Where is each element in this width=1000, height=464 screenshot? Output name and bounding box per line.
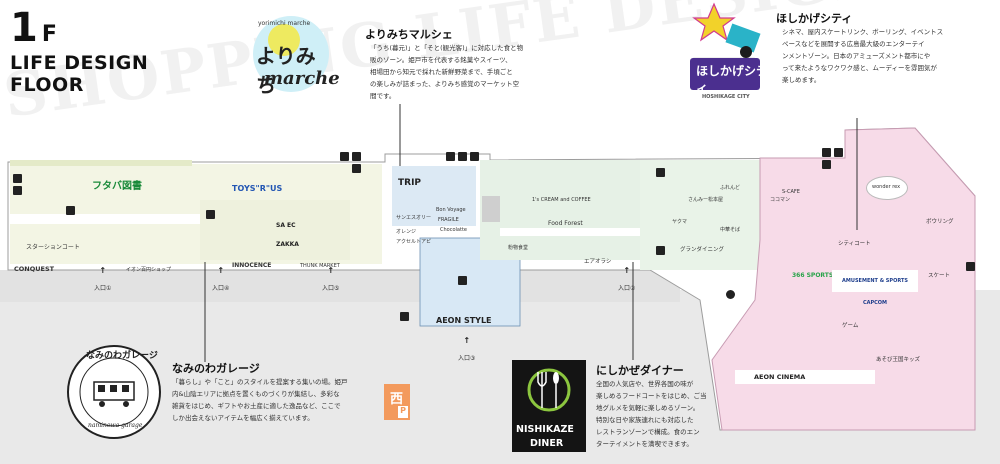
restroom-icon bbox=[66, 206, 75, 215]
store-s-cafe[interactable]: S-CAFE bbox=[782, 189, 800, 195]
escalator-icon bbox=[656, 246, 665, 255]
escalator-icon bbox=[726, 290, 735, 299]
nursing-room-icon bbox=[822, 160, 831, 169]
restroom-icon bbox=[656, 168, 665, 177]
west-parking-sign: 西 P bbox=[384, 384, 410, 420]
store-eaorashi[interactable]: エアオラシ bbox=[584, 259, 612, 265]
area-grand-dining: グランダイニング bbox=[680, 247, 725, 253]
hoshikage-logo: ほしかげシティ HOSHIKAGE CITY bbox=[676, 0, 772, 116]
store-orange[interactable]: オレンジ bbox=[396, 229, 417, 235]
entrance-4[interactable]: ↑ 入口④ bbox=[212, 266, 230, 292]
store-trip[interactable]: TRIP bbox=[398, 178, 422, 188]
entrance-2[interactable]: ↑ 入口② bbox=[618, 266, 636, 292]
store-capcom[interactable]: AMUSEMENT & SPORTS CAPCOM bbox=[832, 270, 918, 306]
store-chuka-soba[interactable]: 中華そば bbox=[720, 227, 741, 233]
restroom-icon bbox=[458, 152, 467, 161]
store-bon-voyage[interactable]: Bon Voyage bbox=[436, 207, 466, 213]
atm-icon bbox=[446, 152, 455, 161]
yorimichi-title: よりみちマルシェ bbox=[365, 28, 453, 41]
store-accel-topi[interactable]: アクセルトアピ bbox=[396, 239, 432, 245]
store-wonder-rex[interactable]: wonder rex bbox=[866, 176, 908, 200]
store-innocence[interactable]: INNOCENCE bbox=[232, 262, 272, 269]
nishikaze-logo: NISHIKAZE DINER bbox=[512, 360, 586, 452]
entrance-5[interactable]: ↑ 入口⑤ bbox=[322, 266, 340, 292]
nishikaze-title: にしかぜダイナー bbox=[596, 364, 684, 377]
area-city-court: シティコート bbox=[838, 241, 871, 247]
escalator-icon bbox=[458, 276, 467, 285]
store-toysrus[interactable]: TOYS"R"US bbox=[232, 184, 283, 193]
store-friend[interactable]: ふれんど bbox=[720, 185, 740, 191]
restroom-icon bbox=[340, 152, 349, 161]
nursing-room-icon bbox=[352, 152, 361, 161]
elevator-icon bbox=[13, 186, 22, 195]
elevator-icon bbox=[400, 312, 409, 321]
area-bowling: ボウリング bbox=[926, 219, 954, 225]
store-fragile[interactable]: FRAGILE bbox=[438, 217, 459, 223]
store-yakuma[interactable]: ヤクマ bbox=[672, 219, 688, 225]
naminowa-desc: 「暮らし」や「こと」のスタイルを提案する集いの場。姫戸 内&山陰エリアに拠点を置… bbox=[172, 378, 348, 422]
store-sanesu-olly[interactable]: サンエスオリー bbox=[396, 215, 432, 221]
store-aeon-style[interactable]: AEON STYLE bbox=[436, 316, 492, 325]
store-chocolatte[interactable]: Chocolatte bbox=[440, 227, 467, 233]
nishikaze-desc: 全国の人気店や、世界各国の味が 楽しめるフードコートをはじめ、ご当 地グルメを気… bbox=[596, 380, 707, 448]
yorimichi-logo: yorimichi marche よりみち marche bbox=[248, 10, 340, 98]
elevator-icon bbox=[834, 148, 843, 157]
info-icon bbox=[470, 152, 479, 161]
store-cocoman[interactable]: ココマン bbox=[770, 197, 791, 203]
area-asobi-kingdom: あそび王国キッズ bbox=[876, 357, 921, 363]
area-game: ゲーム bbox=[842, 323, 859, 329]
store-aeon-cinema[interactable]: AEON CINEMA bbox=[738, 370, 834, 384]
store-konamono[interactable]: 粉物食堂 bbox=[508, 245, 529, 251]
floor-name: LIFE DESIGN FLOOR bbox=[10, 52, 149, 96]
area-skate: スケート bbox=[928, 273, 951, 279]
restroom-icon bbox=[13, 174, 22, 183]
entrance-1[interactable]: ↑ 入口① bbox=[94, 266, 112, 292]
store-1s-cream[interactable]: 1's CREAM and COFFEE bbox=[532, 197, 591, 203]
baby-icon bbox=[352, 164, 361, 173]
yorimichi-desc: 「うち(暮元)」と「そと(観光客)」に対応した食と物 販のゾーン。姫戸市を代表す… bbox=[370, 44, 524, 100]
store-366-sports[interactable]: 366 SPORTS bbox=[792, 272, 834, 279]
naminowa-logo: なみのわガレージ naminowa garage bbox=[66, 344, 162, 440]
entrance-3[interactable]: ↑ 入口③ bbox=[458, 336, 476, 362]
naminowa-title: なみのわガレージ bbox=[172, 362, 260, 375]
restroom-icon bbox=[822, 148, 831, 157]
store-sanmi-matsumotoya[interactable]: さんみー松本屋 bbox=[688, 197, 724, 203]
store-futaba[interactable]: フタバ図書 bbox=[92, 181, 142, 192]
store-food-forest: Food Forest bbox=[548, 220, 583, 227]
area-station-court: スターションコート bbox=[26, 244, 80, 251]
store-thunk-market[interactable]: THUNK MARKET bbox=[300, 263, 340, 269]
escalator-icon bbox=[206, 210, 215, 219]
hoshikage-title: ほしかげシティ bbox=[776, 12, 853, 25]
store-saeczakka[interactable]: SA EC ZAKKA bbox=[276, 222, 299, 248]
hoshikage-desc: シネマ、屋内スケートリンク、ボーリング、イベントス ペースなどを展開する広島最大… bbox=[782, 28, 944, 84]
store-aeon-100yen[interactable]: イオン百円ショップ bbox=[126, 267, 172, 273]
food-zone bbox=[480, 160, 640, 260]
restroom-icon bbox=[966, 262, 975, 271]
store-conquest[interactable]: CONQUEST bbox=[14, 265, 55, 273]
